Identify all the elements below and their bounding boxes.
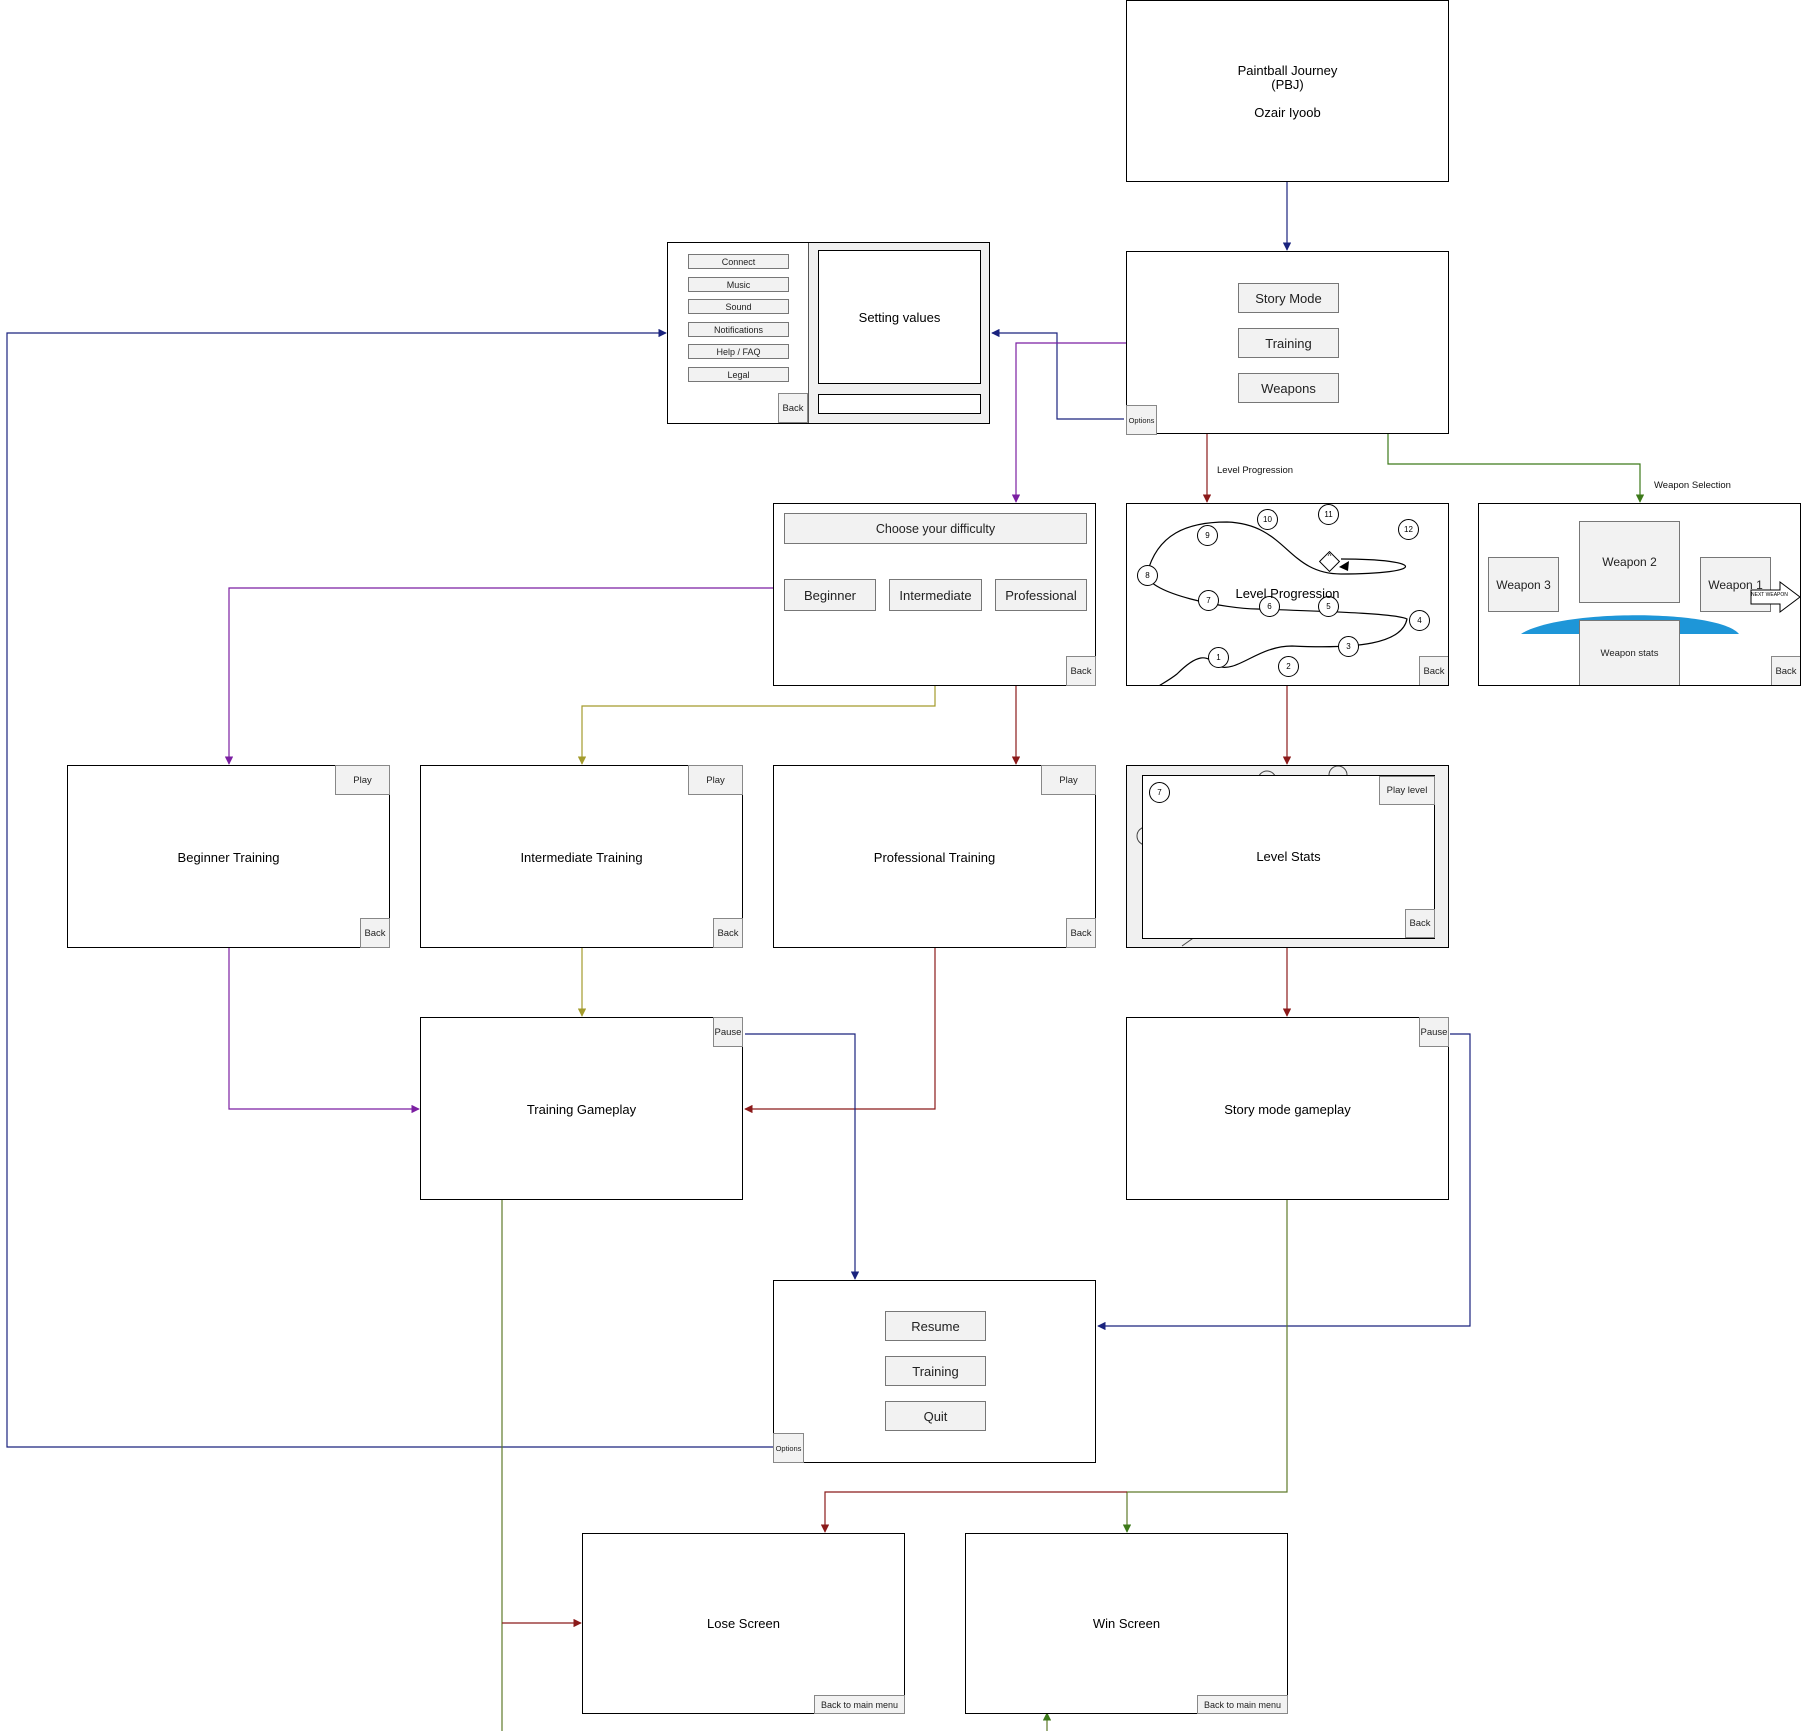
level-stats-screen: 7 Level Stats Play level Back xyxy=(1126,765,1449,948)
professional-training-title: Professional Training xyxy=(873,850,996,865)
story-mode-button[interactable]: Story Mode xyxy=(1238,283,1339,313)
title-screen: Paintball Journey (PBJ) Ozair Iyoob xyxy=(1126,0,1449,182)
settings-back-button[interactable]: Back xyxy=(778,393,808,423)
training-gameplay-screen: Training Gameplay Pause xyxy=(420,1017,743,1200)
weapon-selection-screen: Weapon 3 Weapon 2 Weapon 1 NEXT WEAPON W… xyxy=(1478,503,1801,686)
win-back-to-menu-button[interactable]: Back to main menu xyxy=(1197,1695,1288,1714)
options-button[interactable]: Options xyxy=(1126,405,1157,435)
story-gameplay-title: Story mode gameplay xyxy=(1224,1102,1351,1117)
professional-training-screen: Professional Training Play Back xyxy=(773,765,1096,948)
intermediate-training-title: Intermediate Training xyxy=(520,850,643,865)
setting-sound[interactable]: Sound xyxy=(688,299,789,314)
label-level-progression: Level Progression xyxy=(1217,465,1294,476)
edge-training-pause xyxy=(745,1033,860,1280)
setting-values-label: Setting values xyxy=(858,309,941,325)
resume-button[interactable]: Resume xyxy=(885,1311,986,1341)
author-name: Ozair Iyoob xyxy=(1254,105,1321,120)
boss-level-mark: ^ xyxy=(1327,552,1332,561)
level-stats-card: 7 Level Stats Play level Back xyxy=(1142,775,1435,939)
level-node[interactable]: 7 xyxy=(1198,590,1219,611)
next-weapon-label: NEXT WEAPON xyxy=(1751,592,1788,598)
weapon-back-button[interactable]: Back xyxy=(1771,656,1800,685)
lose-screen-title: Lose Screen xyxy=(707,1616,780,1631)
play-level-button[interactable]: Play level xyxy=(1379,776,1435,805)
training-button[interactable]: Training xyxy=(1238,328,1339,358)
training-gameplay-title: Training Gameplay xyxy=(526,1102,637,1117)
level-back-button[interactable]: Back xyxy=(1419,656,1448,685)
weapons-button[interactable]: Weapons xyxy=(1238,373,1339,403)
level-node[interactable]: 8 xyxy=(1137,565,1158,586)
edge-training-to-win xyxy=(501,1200,1052,1731)
difficulty-screen: Choose your difficulty Beginner Intermed… xyxy=(773,503,1096,686)
beginner-button[interactable]: Beginner xyxy=(784,579,876,611)
game-abbr: (PBJ) xyxy=(1271,77,1304,92)
path-arrowhead xyxy=(1339,561,1349,571)
pause-options-button[interactable]: Options xyxy=(773,1433,804,1463)
setting-music[interactable]: Music xyxy=(688,277,789,292)
beginner-training-title: Beginner Training xyxy=(177,850,280,865)
game-title: Paintball Journey xyxy=(1237,63,1338,78)
main-menu-screen: Story Mode Training Weapons Options xyxy=(1126,251,1449,435)
edge-beginner-to-gameplay xyxy=(228,948,420,1114)
label-weapon-selection: Weapon Selection xyxy=(1654,480,1731,491)
beginner-play-button[interactable]: Play xyxy=(335,765,390,795)
setting-value-input[interactable] xyxy=(818,394,981,414)
intermediate-button[interactable]: Intermediate xyxy=(889,579,982,611)
level-node[interactable]: 9 xyxy=(1197,525,1218,546)
level-node[interactable]: 2 xyxy=(1278,656,1299,677)
level-node[interactable]: 4 xyxy=(1409,610,1430,631)
edge-story-pause xyxy=(1097,1033,1471,1331)
win-screen-title: Win Screen xyxy=(1092,1616,1161,1631)
quit-button[interactable]: Quit xyxy=(885,1401,986,1431)
intermediate-training-screen: Intermediate Training Play Back xyxy=(420,765,743,948)
edge-options-to-settings xyxy=(991,328,1124,420)
level-progression-title: Level Progression xyxy=(1235,586,1340,601)
level-progression-screen: 1 2 3 4 5 6 7 8 9 10 11 12 ^ Level Progr… xyxy=(1126,503,1449,686)
professional-play-button[interactable]: Play xyxy=(1041,765,1096,795)
edge-story-to-lose xyxy=(820,1491,1127,1533)
setting-values-panel: Setting values xyxy=(818,250,981,384)
setting-legal[interactable]: Legal xyxy=(688,367,789,382)
next-weapon-arrow-icon[interactable] xyxy=(1750,581,1801,613)
professional-button[interactable]: Professional xyxy=(995,579,1087,611)
beginner-back-button[interactable]: Back xyxy=(360,918,390,948)
settings-screen: Connect Music Sound Notifications Help /… xyxy=(667,242,990,424)
story-pause-button[interactable]: Pause xyxy=(1419,1017,1449,1047)
lose-screen: Lose Screen Back to main menu xyxy=(582,1533,905,1714)
level-node[interactable]: 6 xyxy=(1259,596,1280,617)
level-node[interactable]: 12 xyxy=(1398,519,1419,540)
intermediate-back-button[interactable]: Back xyxy=(713,918,743,948)
pause-menu-screen: Resume Training Quit Options xyxy=(773,1280,1096,1463)
professional-back-button[interactable]: Back xyxy=(1066,918,1096,948)
edge-story-to-win xyxy=(1122,1200,1288,1533)
training-pause-button[interactable]: Pause xyxy=(713,1017,743,1047)
level-node[interactable]: 1 xyxy=(1208,647,1229,668)
level-node[interactable]: 5 xyxy=(1318,596,1339,617)
difficulty-title: Choose your difficulty xyxy=(784,513,1087,544)
weapon-3-slot[interactable]: Weapon 3 xyxy=(1488,557,1559,612)
edge-beginner xyxy=(224,587,784,765)
beginner-training-screen: Beginner Training Play Back xyxy=(67,765,390,948)
edge-pause-options-to-settings xyxy=(6,328,774,1448)
difficulty-back-button[interactable]: Back xyxy=(1066,656,1096,686)
level-node[interactable]: 11 xyxy=(1318,504,1339,525)
intermediate-play-button[interactable]: Play xyxy=(688,765,743,795)
setting-connect[interactable]: Connect xyxy=(688,254,789,269)
edge-professional-to-gameplay xyxy=(744,948,936,1114)
setting-notifications[interactable]: Notifications xyxy=(688,322,789,337)
story-gameplay-screen: Story mode gameplay Pause xyxy=(1126,1017,1449,1200)
setting-help-faq[interactable]: Help / FAQ xyxy=(688,344,789,359)
level-node[interactable]: 10 xyxy=(1257,509,1278,530)
win-screen: Win Screen Back to main menu xyxy=(965,1533,1288,1714)
weapon-stats-panel: Weapon stats xyxy=(1579,620,1680,685)
level-stats-back-button[interactable]: Back xyxy=(1405,909,1435,938)
level-node[interactable]: 3 xyxy=(1338,636,1359,657)
lose-back-to-menu-button[interactable]: Back to main menu xyxy=(814,1695,905,1714)
pause-training-button[interactable]: Training xyxy=(885,1356,986,1386)
weapon-2-slot[interactable]: Weapon 2 xyxy=(1579,521,1680,603)
selected-level-node: 7 xyxy=(1149,782,1170,803)
level-stats-title: Level Stats xyxy=(1256,849,1321,864)
